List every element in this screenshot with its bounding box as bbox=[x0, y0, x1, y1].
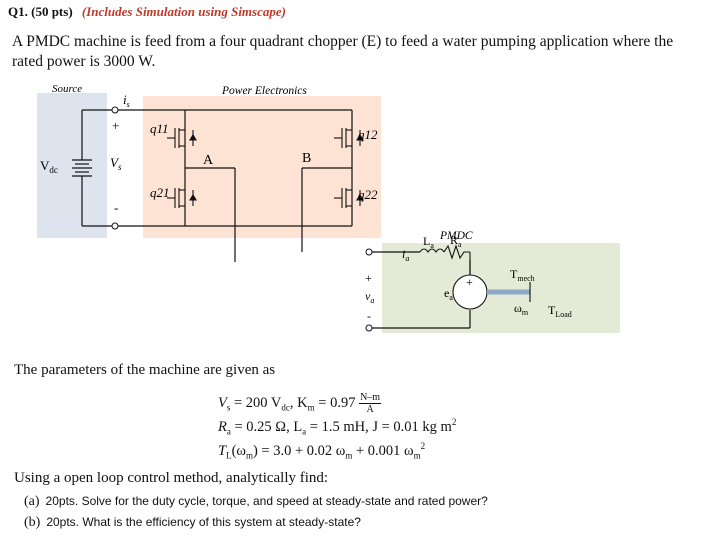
switch-q22-label: q22 bbox=[358, 187, 378, 202]
ra-label: Ra bbox=[450, 233, 462, 249]
source-label: Source bbox=[52, 83, 82, 95]
tl-symbol: T bbox=[218, 442, 227, 459]
pmdc-label: PMDC bbox=[439, 230, 473, 242]
tl-argument: (ω bbox=[231, 442, 246, 459]
vs-subscript: s bbox=[226, 402, 231, 413]
part-b-text: 20pts. What is the efficiency of this sy… bbox=[46, 515, 361, 529]
km-value: = 0.97 bbox=[314, 394, 356, 411]
tl-subscript: L bbox=[226, 450, 232, 461]
vs-minus: - bbox=[114, 200, 118, 215]
tload-label: TLoad bbox=[548, 303, 572, 319]
question-points: (50 pts) bbox=[31, 4, 73, 19]
is-label: is bbox=[123, 92, 130, 109]
km-subscript: m bbox=[307, 402, 315, 413]
switch-q12-label: q12 bbox=[358, 127, 378, 142]
part-b-label: (b) bbox=[24, 515, 41, 530]
va-label: va bbox=[365, 289, 374, 305]
la-label: La bbox=[423, 234, 434, 250]
node-a-label: A bbox=[203, 153, 214, 168]
ea-plus: + bbox=[466, 275, 473, 289]
vs-value: = 200 V bbox=[230, 394, 282, 411]
vs-plus: + bbox=[112, 118, 119, 133]
question-header: Q1. (50 pts) (Includes Simulation using … bbox=[8, 4, 286, 20]
method-prompt: Using a open loop control method, analyt… bbox=[14, 470, 329, 486]
va-plus: + bbox=[365, 271, 372, 285]
vs-label: Vs bbox=[110, 155, 122, 172]
motor-region bbox=[382, 243, 620, 333]
tl-quadratic-term: + 0.001 ω bbox=[352, 442, 414, 459]
tmech-label: Tmech bbox=[510, 267, 535, 283]
question-number: Q1. bbox=[8, 4, 28, 19]
km-units-numerator: N–m bbox=[359, 392, 382, 404]
intro-paragraph: A PMDC machine is feed from a four quadr… bbox=[12, 33, 674, 70]
vs-symbol: V bbox=[218, 394, 227, 411]
node-b-label: B bbox=[302, 151, 311, 166]
ra-subscript: a bbox=[226, 426, 231, 437]
equation-line-2: Ra = 0.25 Ω, La = 1.5 mH, J = 0.01 kg m2 bbox=[218, 417, 456, 437]
part-b: (b) 20pts. What is the efficiency of this… bbox=[24, 515, 361, 531]
parameters-intro: The parameters of the machine are given … bbox=[14, 362, 276, 378]
vdc-subscript: dc bbox=[281, 402, 290, 413]
equation-line-3: TL(ωm) = 3.0 + 0.02 ωm + 0.001 ωm2 bbox=[218, 441, 425, 461]
wm-subscript-2: m bbox=[345, 450, 353, 461]
ia-label: ia bbox=[402, 247, 409, 263]
simulation-note: (Includes Simulation using Simscape) bbox=[81, 4, 286, 19]
power-electronics-region bbox=[143, 96, 381, 238]
tl-linear-term: ) = 3.0 + 0.02 ω bbox=[252, 442, 346, 459]
wm-exponent: 2 bbox=[420, 441, 426, 451]
wm-subscript-3: m bbox=[413, 450, 421, 461]
km-symbol: , K bbox=[289, 394, 308, 411]
switch-q11-label: q11 bbox=[150, 121, 169, 136]
km-units-denominator: A bbox=[366, 404, 374, 415]
wm-label: ωm bbox=[514, 301, 529, 317]
la-j-values: = 1.5 mH, J = 0.01 kg m bbox=[306, 418, 452, 435]
ea-label: ea bbox=[444, 286, 453, 302]
va-minus: - bbox=[367, 309, 371, 323]
vdc-label: Vdc bbox=[40, 158, 58, 175]
ra-symbol: R bbox=[218, 418, 227, 435]
part-a-text: 20pts. Solve for the duty cycle, torque,… bbox=[45, 494, 488, 508]
part-a: (a) 20pts. Solve for the duty cycle, torq… bbox=[24, 494, 488, 510]
ra-la-values: = 0.25 Ω, L bbox=[230, 418, 303, 435]
j-unit-exponent: 2 bbox=[451, 417, 457, 427]
la-subscript: a bbox=[302, 426, 307, 437]
circuit-diagram: Source Power Electronics PMDC bbox=[37, 83, 620, 333]
wm-subscript-1: m bbox=[245, 450, 253, 461]
source-region bbox=[37, 93, 107, 238]
switch-q21-label: q21 bbox=[150, 185, 170, 200]
power-electronics-label: Power Electronics bbox=[221, 85, 307, 97]
part-a-label: (a) bbox=[24, 494, 40, 509]
